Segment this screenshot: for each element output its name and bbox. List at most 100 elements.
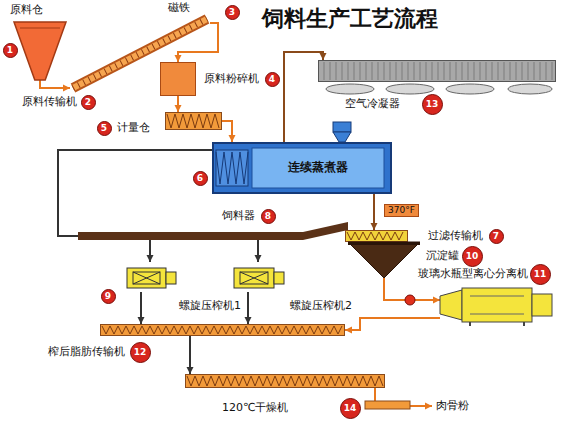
screw-press: 螺旋压榨机1 (125, 262, 178, 292)
callout-number: 12 (130, 342, 151, 363)
callout-number: 14 (340, 398, 361, 419)
shape-detail (101, 325, 345, 336)
cyclone-cone (333, 132, 351, 142)
shape-detail (532, 294, 552, 316)
settling-tank-shape (348, 242, 420, 278)
node-label: 榨后脂肪传输机 (48, 346, 125, 359)
feeder: 饲料器 (78, 222, 348, 240)
shape-detail (432, 62, 433, 80)
shape-detail (252, 148, 384, 188)
shape-detail (348, 242, 420, 278)
shape-detail (534, 62, 535, 80)
arrow-head (175, 55, 182, 62)
shape-detail (516, 62, 517, 80)
metering-bin-shape (165, 112, 222, 130)
shape-detail (347, 232, 403, 240)
filter-conveyor-shape (345, 230, 408, 242)
callout-number: 11 (530, 264, 551, 285)
arrow-head (187, 367, 194, 374)
callout-number: 3 (225, 5, 240, 20)
shape-detail (462, 288, 532, 322)
node-label: 饲料器 (222, 210, 255, 223)
crusher: 原料粉碎机 (160, 62, 196, 96)
arrow-head (175, 105, 182, 112)
screw-press-shape (125, 262, 178, 292)
discharge-screw (365, 401, 410, 409)
shape-detail (450, 62, 451, 80)
flow-line (345, 318, 440, 330)
shape-detail (240, 272, 268, 284)
raw-bin-shape (14, 22, 66, 80)
shape-detail (133, 272, 160, 284)
air-condenser: 空气冷凝器 (318, 60, 556, 82)
callout-number: 10 (462, 246, 483, 267)
shape-detail (319, 61, 556, 82)
shape-detail (161, 63, 196, 96)
shape-detail (462, 62, 463, 80)
callout-number: 5 (97, 121, 112, 136)
shape-detail (486, 62, 487, 80)
shape-detail (438, 62, 439, 80)
arrow-head (255, 255, 262, 262)
arrow-head (320, 53, 327, 60)
temperature-tag: 370°F (384, 204, 419, 217)
shape-detail (102, 326, 342, 334)
callout-number: 8 (261, 209, 276, 224)
fat-conveyor-shape (100, 324, 345, 336)
shape-detail (540, 62, 541, 80)
arrow-head (371, 223, 378, 230)
shape-detail (216, 150, 248, 186)
screw-press-shape (232, 262, 286, 292)
arrow-head (345, 327, 352, 334)
arrow-head (63, 85, 70, 92)
shape-detail (14, 22, 66, 80)
filter-conveyor: 过滤传输机 (345, 230, 408, 242)
callout-number: 4 (265, 72, 280, 87)
node-label: 连续蒸煮器 (288, 161, 348, 175)
shape-detail (167, 114, 219, 128)
callout-number: 9 (101, 289, 116, 304)
shape-detail (166, 113, 222, 130)
fan (326, 84, 374, 94)
shape-detail (354, 62, 355, 80)
centrifuge: 玻璃水瓶型离心分离机 (440, 284, 556, 326)
shape-detail (408, 62, 409, 80)
condenser-fans (326, 84, 552, 94)
shape-detail (348, 62, 349, 80)
shape-detail (390, 62, 391, 80)
arrow-head (433, 297, 440, 304)
shape-detail (342, 62, 343, 80)
shape-detail (426, 62, 427, 80)
node-label: 肉骨粉 (436, 400, 469, 413)
node-label: 空气冷凝器 (345, 98, 400, 111)
shape-detail (378, 62, 379, 80)
node-label: 120℃干燥机 (222, 402, 288, 415)
shape-detail (384, 62, 385, 80)
shape-detail (127, 268, 166, 288)
raw-bin: 原料仓 (14, 22, 66, 80)
node-label: 过滤传输机 (428, 230, 483, 243)
shape-detail (444, 62, 445, 80)
flow-line (284, 52, 323, 142)
crusher-shape (160, 62, 196, 96)
arrow-head (229, 135, 236, 142)
shape-detail (456, 62, 457, 80)
shape-detail (470, 296, 524, 297)
callout-number: 2 (81, 95, 96, 110)
shape-detail (213, 143, 391, 193)
settling-tank: 沉淀罐 (348, 242, 420, 278)
shape-detail (133, 272, 160, 284)
node-label: 原料传输机 (22, 96, 77, 109)
node-label: 370°F (388, 205, 415, 215)
arrow-head (245, 317, 252, 324)
shape-detail (234, 268, 274, 288)
shape-detail (504, 62, 505, 80)
shape-detail (528, 62, 529, 80)
pump (405, 295, 415, 305)
node-label: 计量仓 (117, 122, 150, 135)
dryer: 120℃干燥机 (185, 374, 385, 388)
shape-detail (372, 62, 373, 80)
shape-detail (240, 272, 268, 284)
shape-detail (510, 62, 511, 80)
shape-detail (474, 62, 475, 80)
